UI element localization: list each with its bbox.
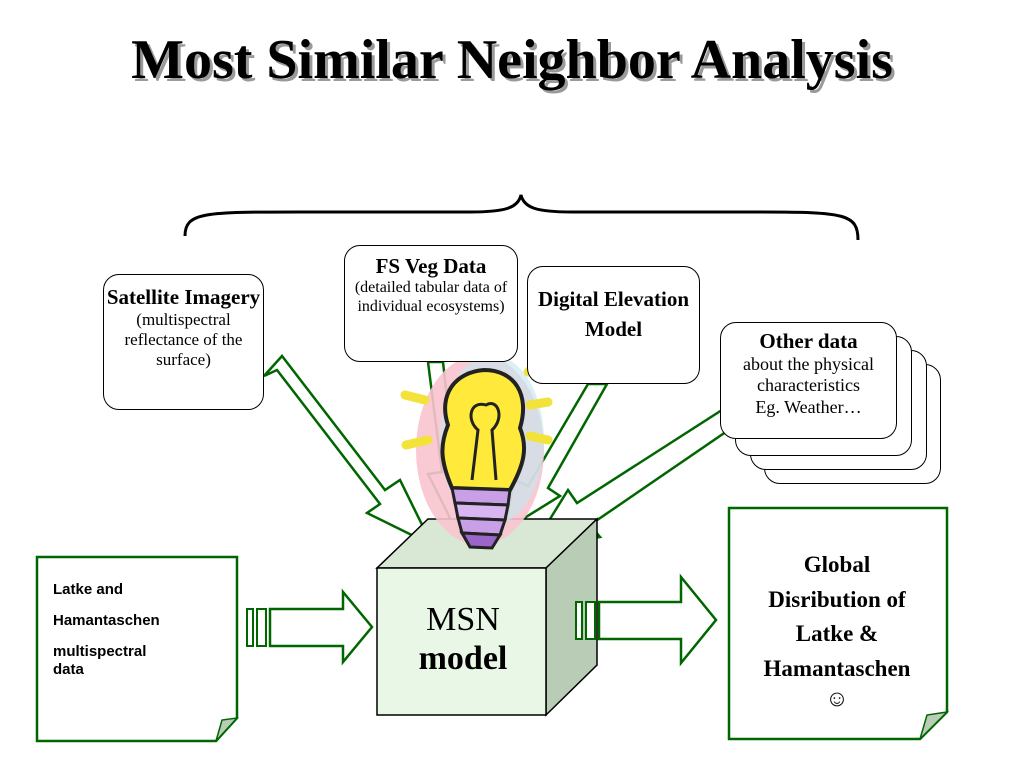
fs-veg-data-box: FS Veg Data (detailed tabular data of in… [344,245,518,362]
input-line-1: Latke and [53,581,124,598]
output-line-4: Hamantaschen [763,655,911,681]
dem-heading: Digital Elevation Model [537,287,690,342]
digital-elevation-model-box: Digital Elevation Model [527,266,700,384]
other-data-box: Other data about the physical characteri… [720,322,897,439]
satellite-detail: (multispectral reflectance of the surfac… [124,309,243,369]
input-line-2: Hamantaschen [53,612,160,629]
satellite-imagery-box: Satellite Imagery (multispectral reflect… [103,274,264,410]
msn-model-label: MSN model [377,600,549,678]
fsveg-detail: (detailed tabular data of individual eco… [354,278,508,315]
fsveg-heading: FS Veg Data [375,254,487,278]
curly-brace [183,194,860,241]
output-document-text: Global Disribution of Latke & Hamantasch… [733,548,941,711]
input-document-text: Latke and Hamantaschen multispectral dat… [53,581,223,692]
model-line-2: model [418,640,508,678]
satellite-heading: Satellite Imagery [106,285,261,309]
model-line-1: MSN [426,601,500,638]
smiley-icon: ☺ [825,686,849,711]
output-line-1: Global [803,552,871,577]
msn-model-cube [375,517,599,717]
other-detail-2: Eg. Weather… [755,396,862,417]
output-line-3: Latke & [795,621,879,646]
input-line-3: multispectral data [53,643,147,678]
other-detail-1: about the physical characteristics [743,353,874,396]
arrow-into-model [246,588,374,666]
other-heading: Other data [759,329,858,353]
arrow-from-satellite [263,354,435,548]
arrow-out-of-model [575,573,718,667]
output-line-2: Disribution of [768,586,906,612]
page-title: Most Similar Neighbor Analysis [131,29,893,91]
